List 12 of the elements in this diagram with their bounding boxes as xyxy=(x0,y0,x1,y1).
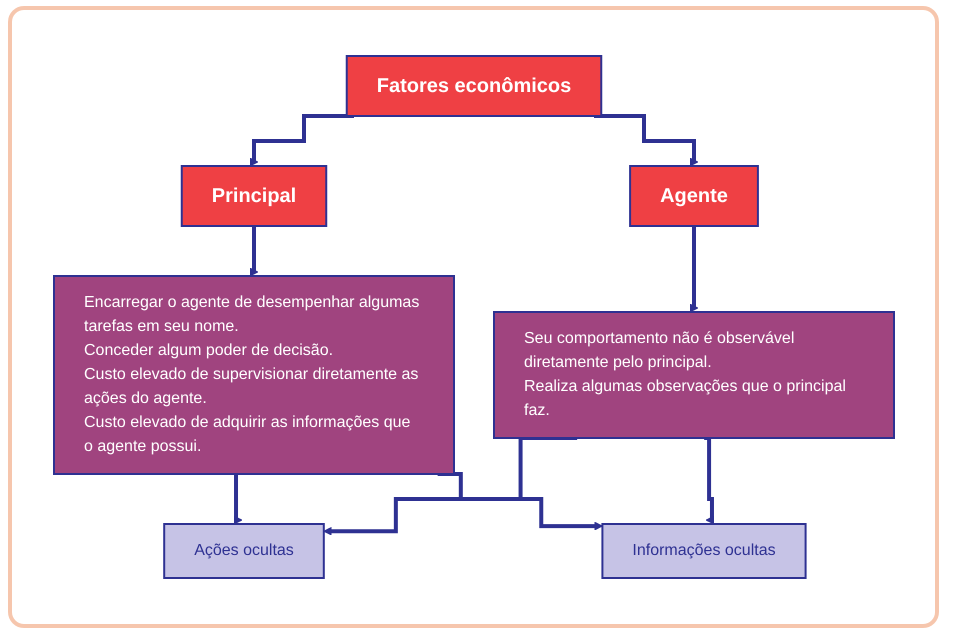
node-box: Informações ocultas xyxy=(600,523,806,579)
node-box: Principal xyxy=(180,165,327,227)
node-box: Fatores econômicos xyxy=(345,55,602,117)
arrow xyxy=(689,224,698,312)
node-box: Encarregar o agente de desempenhar algumas tarefas em seu nome. Conceder algum poder de decisão. Custo elevado de supervisionar diretamente as ações do agente. Custo elevado de adquirir as informações que o agente possui. xyxy=(52,275,454,475)
arrow xyxy=(594,114,698,166)
arrow xyxy=(249,224,258,276)
arrow xyxy=(249,114,354,166)
node-box: Agente xyxy=(628,165,758,227)
node-box: Seu comportamento não é observável diretamente pelo principal. Realiza algumas observações que o principal faz. xyxy=(492,311,894,439)
arrow xyxy=(437,472,602,530)
node-box: Ações ocultas xyxy=(162,523,324,579)
